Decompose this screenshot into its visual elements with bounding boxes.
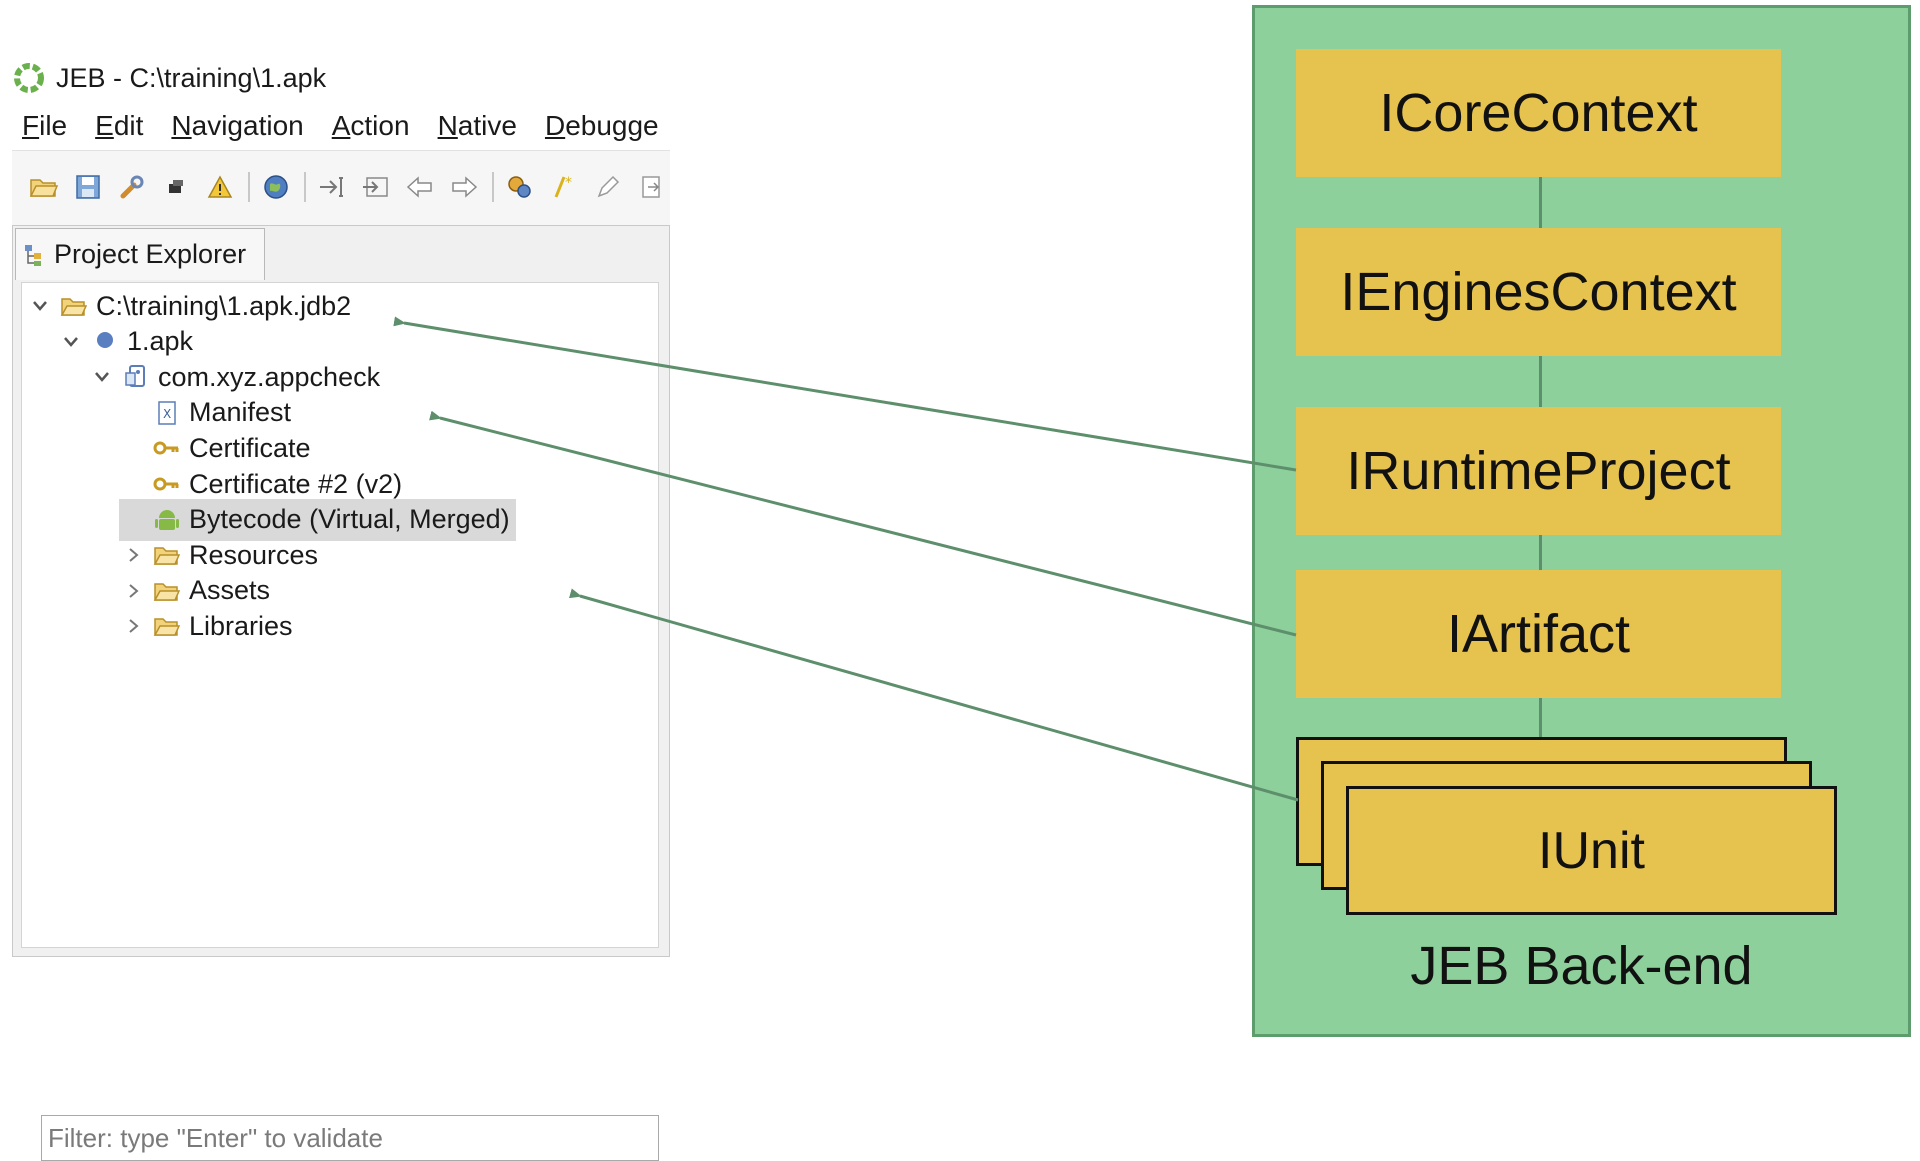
connector-line — [1539, 698, 1542, 737]
arrow-runtimeproject-to-project — [393, 316, 1297, 472]
toolbar-separator — [304, 172, 306, 202]
wrench-icon[interactable] — [114, 169, 150, 205]
folder-icon — [153, 541, 181, 569]
tree-item-label: Bytecode (Virtual, Merged) — [189, 504, 510, 535]
tree-item-label: com.xyz.appcheck — [158, 361, 381, 392]
backend-caption: JEB Back-end — [1410, 936, 1753, 996]
chevron-right-icon[interactable] — [119, 541, 147, 569]
tree-item[interactable]: Resources — [119, 534, 318, 576]
tree-item[interactable]: 1.apk — [57, 321, 193, 363]
tree-item-label: Assets — [189, 575, 271, 606]
filter-input[interactable] — [42, 1116, 658, 1160]
tree-item[interactable]: Libraries — [119, 605, 293, 647]
apk-package-icon — [122, 363, 150, 391]
toolbar-separator — [248, 172, 250, 202]
menu-debugger[interactable]: Debugge — [544, 110, 659, 141]
chevron-down-icon[interactable] — [57, 328, 85, 356]
tree-item-label: 1.apk — [127, 326, 194, 357]
folder-icon — [153, 612, 181, 640]
terminal-icon[interactable] — [158, 169, 194, 205]
tree-item[interactable]: Bytecode (Virtual, Merged) — [119, 498, 516, 541]
box-icorecontext: ICoreContext — [1296, 49, 1781, 177]
edit-pencil-icon[interactable] — [590, 169, 626, 205]
svg-text:X: X — [163, 407, 171, 421]
back-arrow-icon[interactable] — [402, 169, 438, 205]
connector-line — [1539, 535, 1542, 570]
chevron-right-icon[interactable] — [119, 577, 147, 605]
menu-edit[interactable]: Edit — [95, 110, 144, 141]
warning-icon[interactable] — [202, 169, 238, 205]
toolbar-separator — [492, 172, 494, 202]
box-iartifact: IArtifact — [1296, 570, 1781, 698]
tree-item[interactable]: C:\training\1.apk.jdb2 — [26, 285, 351, 327]
arrow-artifact-to-package — [429, 410, 1297, 637]
box-iunit: IUnit — [1346, 786, 1837, 915]
menu-bar: File Edit Navigation Action Native Debug… — [22, 110, 687, 142]
menu-file[interactable]: File — [22, 110, 68, 141]
blue-dot-icon — [91, 328, 119, 356]
xml-file-icon: X — [153, 399, 181, 427]
tree-item[interactable]: Certificate #2 (v2) — [119, 463, 402, 505]
key-icon — [153, 434, 181, 462]
connector-line — [1539, 177, 1542, 228]
menu-navigation[interactable]: Navigation — [171, 110, 304, 141]
jump-to-icon[interactable] — [314, 169, 350, 205]
comment-icon[interactable]: * — [546, 169, 582, 205]
box-ienginescontext: IEnginesContext — [1296, 228, 1781, 356]
box-iruntimeproject: IRuntimeProject — [1296, 407, 1781, 535]
export-icon[interactable] — [634, 169, 670, 205]
chevron-down-icon[interactable] — [26, 292, 54, 320]
jeb-ring-icon — [14, 63, 44, 93]
project-explorer-view: Project Explorer C:\training\1.apk.jdb2 1… — [12, 225, 670, 1161]
tree-item-label: Certificate #2 (v2) — [189, 468, 403, 499]
chevron-right-icon[interactable] — [119, 612, 147, 640]
tree-item-label: Manifest — [189, 397, 292, 428]
tree-panel: C:\training\1.apk.jdb2 1.apk com.xyz.appch… — [21, 282, 659, 948]
folder-icon — [153, 577, 181, 605]
window-titlebar: JEB - C:\training\1.apk — [12, 58, 326, 98]
toolbar: * — [12, 150, 670, 226]
connector-line — [1539, 356, 1542, 407]
window-title: JEB - C:\training\1.apk — [56, 62, 327, 93]
filter-field[interactable] — [41, 1115, 659, 1161]
tree-item[interactable]: Assets — [119, 570, 270, 612]
tree-item-label: Certificate — [189, 432, 311, 463]
navigate-into-icon[interactable] — [358, 169, 394, 205]
tree-item[interactable]: Certificate — [119, 427, 311, 469]
menu-native[interactable]: Native — [437, 110, 517, 141]
android-icon — [153, 506, 181, 534]
tree-item[interactable]: X Manifest — [119, 392, 291, 434]
key-icon — [153, 470, 181, 498]
tab-project-explorer[interactable]: Project Explorer — [15, 228, 265, 280]
chevron-down-icon[interactable] — [88, 363, 116, 391]
menu-action[interactable]: Action — [331, 110, 410, 141]
diagram-canvas: JEB - C:\training\1.apk File Edit Naviga… — [12, 5, 1911, 1161]
save-icon[interactable] — [70, 169, 106, 205]
globe-icon[interactable] — [258, 169, 294, 205]
arrows-layer — [393, 316, 1299, 802]
open-folder-icon — [60, 292, 88, 320]
project-tree-icon — [25, 244, 41, 266]
tree-item[interactable]: com.xyz.appcheck — [88, 356, 380, 398]
tree-item-label: Libraries — [189, 610, 293, 641]
tab-label: Project Explorer — [54, 239, 247, 269]
tree-item-label: Resources — [189, 539, 319, 570]
rename-tool-icon[interactable] — [502, 169, 538, 205]
svg-text:*: * — [565, 175, 572, 191]
tree-item-label: C:\training\1.apk.jdb2 — [96, 290, 352, 321]
arrow-unit-to-bytecode — [569, 588, 1299, 802]
forward-arrow-icon[interactable] — [446, 169, 482, 205]
open-folder-icon[interactable] — [26, 169, 62, 205]
